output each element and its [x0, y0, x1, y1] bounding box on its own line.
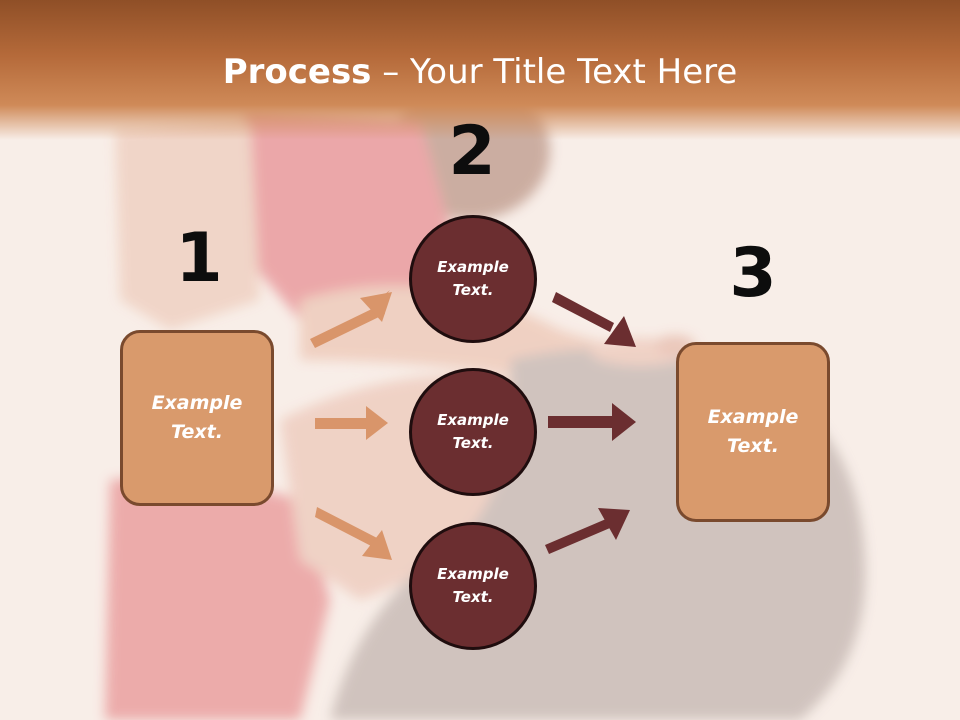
title-bar: Process – Your Title Text Here: [0, 0, 960, 140]
step-3-text: Example Text.: [707, 406, 799, 457]
step-1-text: Example Text.: [151, 392, 243, 443]
circle-top-text: Example Text.: [437, 258, 509, 299]
circle-middle[interactable]: Example Text.: [409, 368, 537, 496]
arrow-down-right-dark: [552, 292, 636, 347]
title-bold: Process: [222, 52, 372, 92]
circle-bottom[interactable]: Example Text.: [409, 522, 537, 650]
arrow-right-dark: [548, 403, 636, 441]
arrow-up-right-light: [310, 290, 392, 348]
title-rest: – Your Title Text Here: [371, 52, 738, 92]
step-3-box[interactable]: Example Text.: [676, 342, 830, 522]
step-number-2: 2: [448, 112, 496, 191]
step-number-3: 3: [729, 234, 777, 313]
arrow-up-right-dark: [545, 508, 630, 554]
slide-title: Process – Your Title Text Here: [0, 52, 960, 92]
step-1-box[interactable]: Example Text.: [120, 330, 274, 506]
circle-bottom-text: Example Text.: [437, 565, 509, 606]
arrow-right-light: [315, 406, 388, 440]
circle-top[interactable]: Example Text.: [409, 215, 537, 343]
arrow-down-right-light: [315, 507, 392, 560]
circle-middle-text: Example Text.: [437, 411, 509, 452]
step-number-1: 1: [175, 219, 223, 298]
